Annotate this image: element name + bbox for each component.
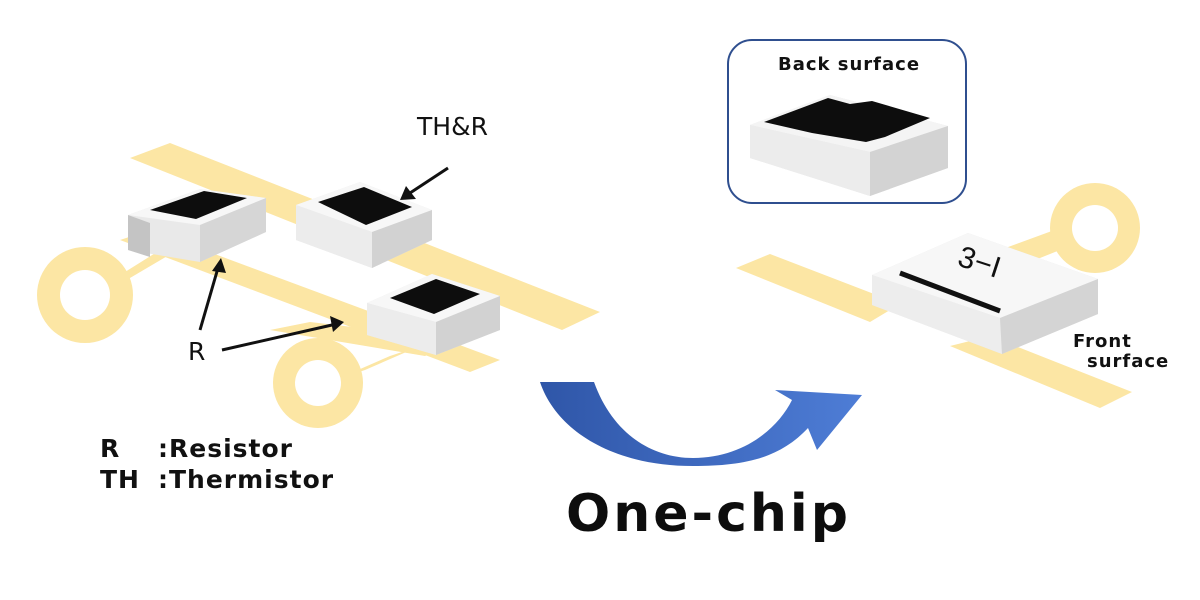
chip-marking-bar xyxy=(899,270,1001,314)
arrow-to-thr-chip xyxy=(409,166,449,195)
resistor-chip xyxy=(367,274,500,355)
legend-desc: :Thermistor xyxy=(158,465,335,494)
arrow-to-left-chip xyxy=(198,267,220,331)
front-surface-line: surface xyxy=(1087,351,1170,372)
board-hole xyxy=(1072,205,1118,251)
legend-desc: :Resistor xyxy=(158,434,293,463)
arrowhead xyxy=(212,258,226,273)
back-surface-label: Back surface xyxy=(778,54,921,75)
legend-key: R xyxy=(100,434,121,463)
front-surface-line: Front xyxy=(1073,331,1132,352)
legend-row-thermistor: TH :Thermistor xyxy=(100,465,334,494)
board-hole xyxy=(60,270,110,320)
resistor-chip xyxy=(128,189,266,262)
pointer-arrows xyxy=(198,166,449,352)
label-resistor: R xyxy=(188,337,206,366)
one-chip-title: One-chip xyxy=(566,484,851,544)
arrowhead xyxy=(330,316,344,332)
curved-arrow xyxy=(540,382,862,466)
back-surface-chip xyxy=(750,95,948,196)
label-thermistor-resistor: TH&R xyxy=(417,112,488,141)
legend-key: TH xyxy=(100,465,140,494)
legend-row-resistor: R :Resistor xyxy=(100,434,293,463)
right-board-traces xyxy=(736,183,1140,408)
board-hole xyxy=(295,360,341,406)
thermistor-resistor-chip xyxy=(296,182,432,268)
arrowhead xyxy=(400,186,416,200)
arrow-to-bottom-chip xyxy=(221,323,333,352)
one-chip-device: 3−I xyxy=(872,233,1098,354)
